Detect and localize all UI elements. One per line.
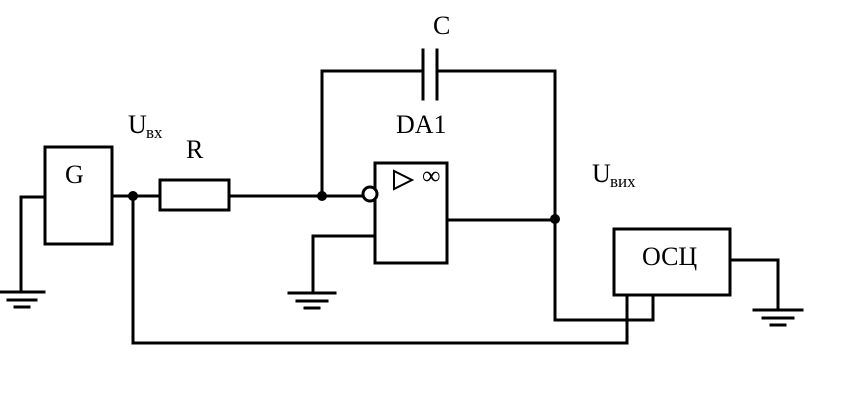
oscilloscope-label: ОСЦ <box>642 242 697 271</box>
input-voltage-subscript: вх <box>146 123 163 142</box>
oscilloscope-ground-wire <box>728 258 780 312</box>
opamp-ground-wire <box>311 234 377 294</box>
ground-symbol-right <box>752 308 804 327</box>
oscilloscope-input-probe-wire <box>131 194 629 345</box>
infinity-gain-symbol: ∞ <box>422 161 441 190</box>
opamp-box <box>373 161 449 265</box>
feedback-wire-left <box>320 69 424 198</box>
generator-label: G <box>65 160 84 189</box>
opamp-label: DA1 <box>396 110 447 139</box>
inverting-input-circle <box>361 185 379 203</box>
input-voltage-label: U <box>128 110 147 139</box>
output-voltage-subscript: вих <box>610 172 636 191</box>
capacitor-label: C <box>433 11 450 40</box>
oscilloscope-box <box>612 227 732 297</box>
resistor <box>158 178 231 212</box>
ground-symbol-middle <box>287 291 337 310</box>
output-junction-node <box>550 214 560 224</box>
feedback-wire-right <box>435 69 557 322</box>
resistor-label: R <box>186 135 204 164</box>
opamp-triangle-icon <box>393 169 415 191</box>
generator-ground-wire <box>19 195 47 294</box>
ground-symbol-left <box>0 290 46 309</box>
oscilloscope-output-probe-wire <box>553 293 655 322</box>
output-voltage-label: U <box>592 159 611 188</box>
